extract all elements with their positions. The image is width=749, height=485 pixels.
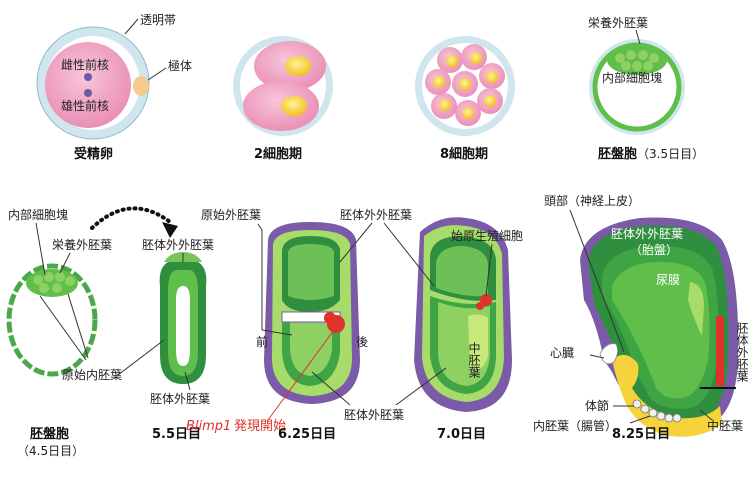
label-somite: 体節 [585,398,609,413]
label-trophectoderm: 栄養外胚葉 [52,237,112,252]
label-mesoderm-825: 中胚葉 [707,418,743,433]
zygote-illustration [37,27,149,139]
day-55-illustration [160,252,207,384]
two-cell-illustration [233,36,333,136]
label-polar-body: 極体 [168,58,192,73]
label-embryonic-mesoderm-shared: 胚体外胚葉 [344,408,404,422]
caption-day-625: 6.25日目 [278,427,336,442]
day-70-illustration [414,217,512,412]
male-pronucleus-dot [84,89,92,97]
dotted-arrow [92,208,178,238]
label-icm-top: 内部細胞塊 [602,70,662,85]
caption-two-cell: 2細胞期 [254,146,302,162]
label-icm: 内部細胞塊 [8,207,68,222]
polar-body-shape [133,76,149,96]
label-extraembryonic-mesoderm-vertical: 胚体外胚葉 [735,322,749,382]
blastocyst-45-illustration [9,266,95,374]
female-pronucleus-dot [84,73,92,81]
caption-zygote: 受精卵 [74,146,113,162]
label-embryonic-ectoderm: 胚体外胚葉 [150,392,210,406]
label-female-pronucleus: 雌性前核 [61,57,109,72]
caption-blastocyst-35: 胚盤胞 [598,146,637,162]
label-mesoderm-70: 中胚葉 [467,341,481,378]
label-heart: 心臓 [550,346,574,360]
caption-blastocyst-45-day: （4.5日目） [17,444,84,458]
label-allantois: 尿膜 [656,273,680,287]
label-placenta: （胎盤） [630,243,678,257]
label-posterior: 後 [356,335,368,349]
label-head: 頭部（神経上皮） [544,193,640,208]
label-trophectoderm-top: 栄養外胚葉 [588,15,648,30]
day-625-illustration [264,222,360,404]
blastocyst-35-illustration [589,39,685,135]
label-extraembryonic-ectoderm-2: 胚体外外胚葉 [340,208,412,222]
label-extraembryonic-ectoderm: 胚体外外胚葉 [142,238,214,252]
caption-day-70: 7.0日目 [437,427,486,442]
label-pgc: 始原生殖細胞 [451,228,523,243]
label-extraembryonic-ectoderm-placenta: 胚体外外胚葉 [611,227,683,241]
caption-blastocyst-45: 胚盤胞 [30,426,69,442]
caption-blastocyst-35-day: （3.5日目） [637,147,704,161]
label-primitive-endoderm: 原始内胚葉 [62,368,122,382]
label-male-pronucleus: 雄性前核 [61,98,109,113]
label-endoderm-gut: 内胚葉（腸管） [533,418,617,433]
caption-eight-cell: 8細胞期 [440,146,488,162]
label-zona-pellucida: 透明帯 [140,13,176,27]
caption-day-825: 8.25日目 [612,427,670,442]
label-blimp1: Blimp1 [186,419,231,434]
eight-cell-illustration [415,36,515,136]
label-epiblast-ectoderm: 原始外胚葉 [201,208,261,222]
label-anterior: 前 [256,334,268,349]
